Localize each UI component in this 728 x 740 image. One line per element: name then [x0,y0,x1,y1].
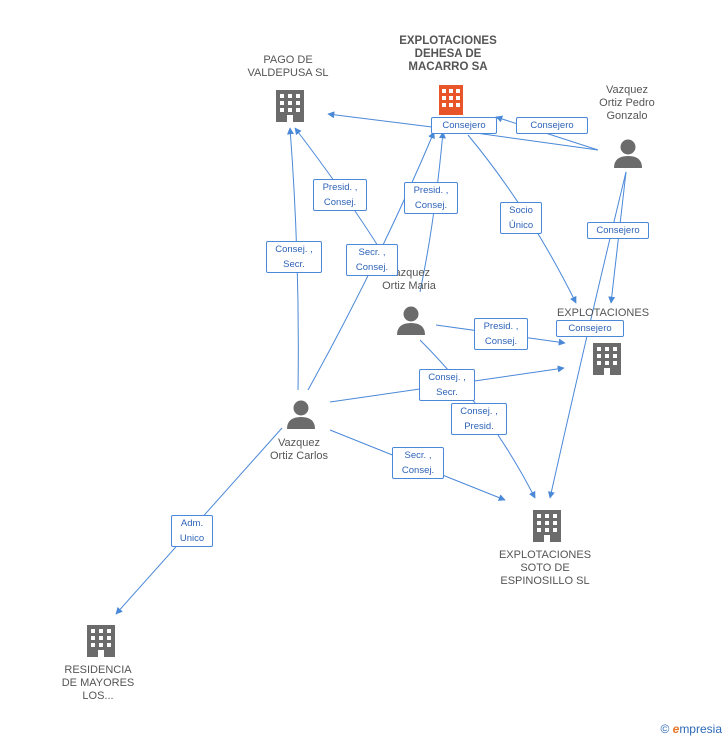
building-icon [87,625,115,657]
person-icon [397,306,425,335]
relation-label[interactable]: Consejero [516,117,588,134]
node-label-pedro[interactable]: Vazquez Ortiz Pedro Gonzalo [599,84,655,122]
relation-label[interactable]: Secr. , Consej. [392,447,444,479]
copyright-symbol: © [660,722,670,736]
node-label-carlos[interactable]: Vazquez Ortiz Carlos [269,437,329,462]
node-label-pago[interactable]: PAGO DE VALDEPUSA SL [247,54,329,79]
relation-label[interactable]: Consejero [431,117,497,134]
brand-logo-text: mpresia [679,722,722,736]
footer-brand[interactable]: © empresia [660,722,722,736]
building-icon [593,343,621,375]
building-icon [276,90,304,122]
relation-label[interactable]: Socio Único [500,202,542,234]
edge-maria-main [419,131,446,293]
relation-label[interactable]: Consej. , Presid. [451,403,507,435]
relation-label[interactable]: Secr. , Consej. [346,244,398,276]
node-label-residencia[interactable]: RESIDENCIA DE MAYORES LOS... [61,664,135,702]
edge-main-pago [327,111,441,129]
person-icon [614,139,642,168]
relation-label[interactable]: Presid. , Consej. [404,182,458,214]
building-icon [533,510,561,542]
node-label-maria[interactable]: Vazquez Ortiz Maria [382,267,436,292]
node-label-soto[interactable]: EXPLOTACIONES SOTO DE ESPINOSILLO SL [498,549,592,587]
person-icon [287,400,315,429]
node-label-main[interactable]: EXPLOTACIONES DEHESA DE MACARRO SA [399,35,497,73]
relation-label[interactable]: Consej. , Secr. [266,241,322,273]
building-icon-main [439,85,463,115]
relation-label[interactable]: Presid. , Consej. [313,179,367,211]
relation-label[interactable]: Consejero [587,222,649,239]
relation-label[interactable]: Consej. , Secr. [419,369,475,401]
brand-logo-e: e [672,722,680,736]
relation-label[interactable]: Presid. , Consej. [474,318,528,350]
relation-label[interactable]: Adm. Unico [171,515,213,547]
relation-label[interactable]: Consejero [556,320,624,337]
